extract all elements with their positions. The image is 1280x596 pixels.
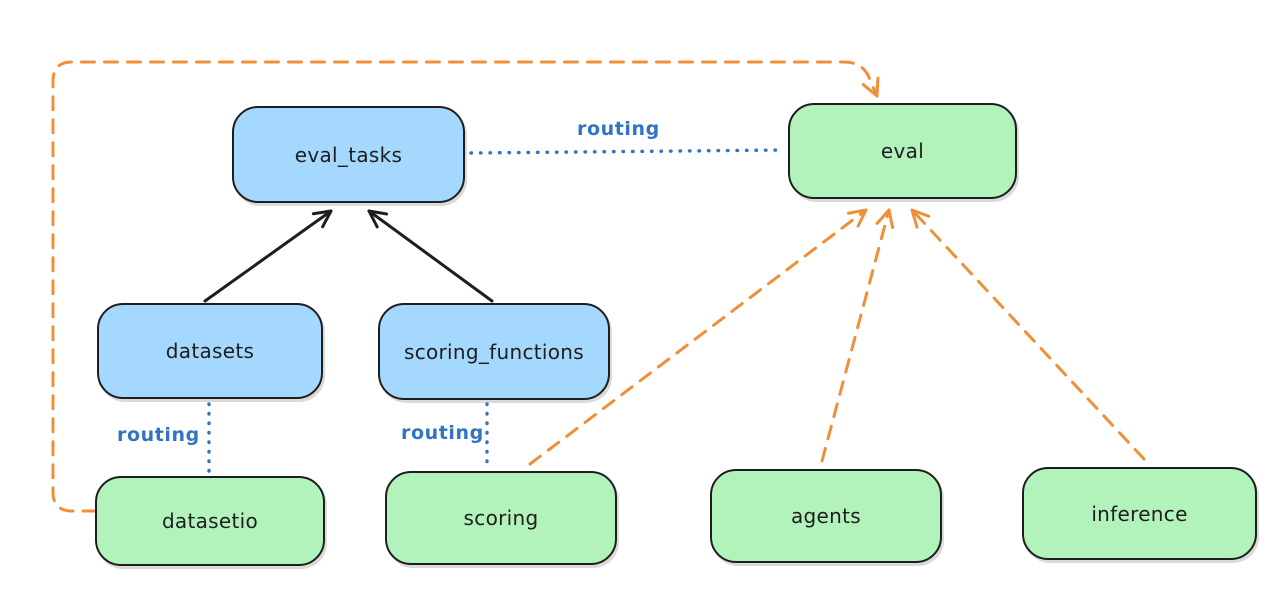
node-datasets-label: datasets: [165, 339, 255, 363]
edge-datasets-to-eval-tasks: [203, 209, 333, 303]
node-agents: agents: [710, 469, 942, 563]
node-datasetio: datasetio: [95, 476, 325, 566]
node-scoring-functions-label: scoring_functions: [403, 339, 585, 364]
node-eval-label: eval: [880, 139, 925, 163]
node-eval-tasks: eval_tasks: [232, 106, 465, 203]
edge-scoring-functions-to-eval-tasks: [367, 209, 494, 303]
node-agents-label: agents: [791, 504, 861, 528]
node-inference-label: inference: [1091, 501, 1188, 526]
node-scoring-label: scoring: [463, 506, 539, 530]
node-eval: eval: [788, 103, 1017, 199]
edge-inference-to-eval: [910, 208, 1146, 461]
node-datasets: datasets: [97, 303, 323, 399]
routing-label-datasets-datasetio: routing: [117, 424, 200, 446]
routing-label-eval-tasks-eval: routing: [577, 118, 660, 140]
edge-routing-eval-tasks-to-eval: [469, 148, 785, 155]
node-datasetio-label: datasetio: [161, 509, 259, 533]
edge-agents-to-eval: [820, 208, 895, 463]
node-inference: inference: [1022, 467, 1257, 560]
node-scoring: scoring: [385, 471, 617, 565]
node-eval-tasks-label: eval_tasks: [294, 142, 403, 167]
node-scoring-functions: scoring_functions: [378, 303, 610, 400]
routing-label-scoring-functions-scoring: routing: [401, 422, 484, 444]
